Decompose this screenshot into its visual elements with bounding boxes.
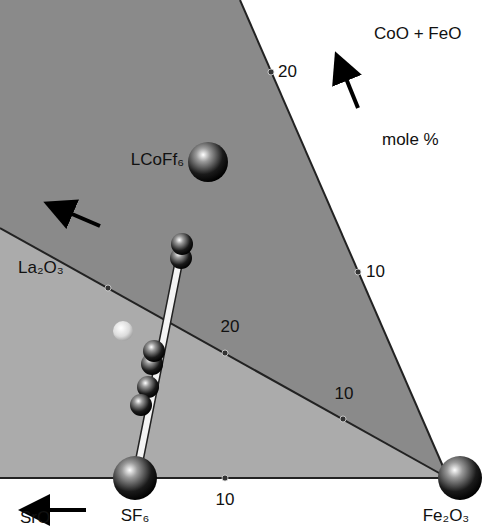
tick-dot [222, 350, 228, 356]
axis-label: SrO [20, 509, 50, 528]
boundary-line [0, 228, 448, 478]
tick-dot [355, 269, 361, 275]
sphere-shape [113, 456, 157, 500]
sphere-shape [438, 456, 482, 500]
tick-dot [222, 475, 228, 481]
boundary-line [240, 0, 448, 478]
axis-label: 20 [221, 318, 240, 337]
phase-sphere [113, 456, 157, 500]
composition-sphere [130, 394, 152, 416]
sphere [438, 456, 482, 500]
light-region [0, 228, 448, 478]
axis-label: La₂O₃ [18, 259, 64, 278]
sphere [113, 456, 157, 500]
phase-label: SF₆ [121, 507, 150, 526]
axis-label: 20 [278, 63, 297, 82]
phase-sphere [438, 456, 482, 500]
phase-sphere [188, 142, 228, 182]
axis-label: CoO + FeO [374, 25, 461, 44]
phase-label: Fe₂O₃ [423, 507, 470, 526]
axis-label: mole % [382, 131, 439, 150]
axis-label: 10 [216, 491, 235, 510]
composition-sphere [113, 321, 133, 341]
sphere [188, 142, 228, 182]
tie-line [137, 246, 182, 472]
arrow [341, 66, 358, 108]
dark-region [0, 0, 448, 478]
composition-sphere [143, 340, 165, 362]
axis-label: 10 [366, 263, 385, 282]
tick-dot [268, 69, 274, 75]
tick-dot [340, 416, 346, 422]
phase-label: LCoFf₆ [131, 151, 184, 170]
composition-sphere [171, 233, 193, 255]
axis-label: 10 [335, 385, 354, 404]
tie-line [137, 246, 182, 472]
tick-dot [105, 285, 111, 291]
sphere-shape [188, 142, 228, 182]
arrow [58, 208, 100, 226]
